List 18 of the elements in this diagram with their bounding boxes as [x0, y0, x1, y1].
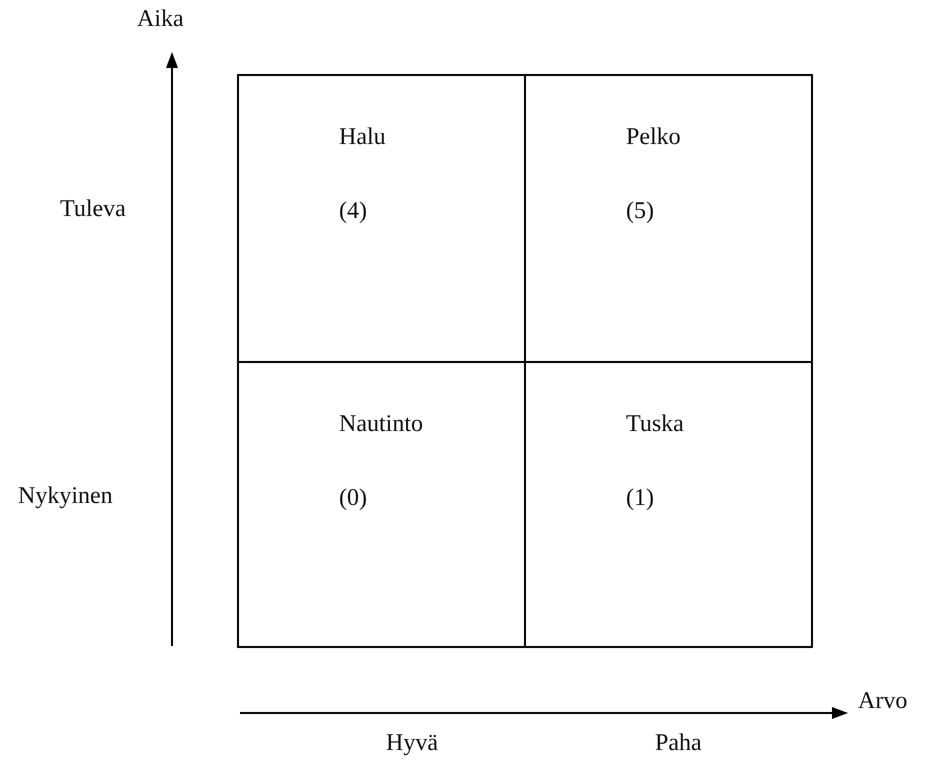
axis-label: Tuleva — [60, 196, 126, 223]
quadrant-number: (1) — [626, 485, 654, 512]
quadrant-title: Halu — [339, 124, 386, 151]
axis-label: Aika — [137, 6, 184, 33]
quadrant-box — [524, 361, 813, 648]
quadrant-number: (0) — [339, 485, 367, 512]
axis-label: Paha — [655, 730, 702, 757]
axis-label: Hyvä — [386, 730, 438, 757]
quadrant-title: Tuska — [626, 411, 684, 438]
quadrant-box — [237, 361, 526, 648]
quadrant-number: (5) — [626, 198, 654, 225]
quadrant-box — [524, 74, 813, 363]
axis-label: Nykyinen — [18, 483, 113, 510]
quadrant-box — [237, 74, 526, 363]
quadrant-title: Nautinto — [339, 411, 423, 438]
axis-label: Arvo — [858, 688, 908, 715]
quadrant-title: Pelko — [626, 124, 681, 151]
quadrant-number: (4) — [339, 198, 367, 225]
